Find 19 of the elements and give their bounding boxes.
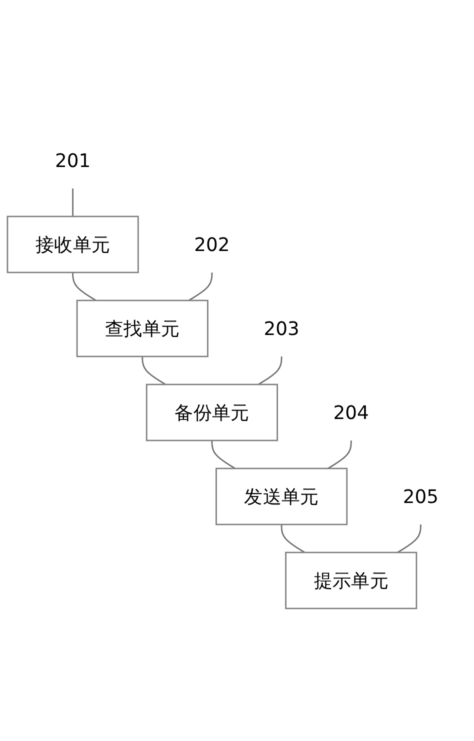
node-box: 接收单元 [6,216,139,274]
connector [188,272,213,302]
node-text: 201 [54,149,91,172]
connector [211,440,236,470]
node-box: 提示单元 [285,552,418,610]
connector [142,356,166,386]
node-box: 备份单元 [146,384,278,442]
connector [72,188,74,216]
connector [258,356,282,386]
node-text: 203 [264,317,300,340]
node-box: 发送单元 [216,468,348,526]
node-text: 204 [333,401,369,424]
node-box: 查找单元 [76,300,208,358]
node-text: 202 [194,233,230,256]
connector [397,524,422,554]
node-text: 205 [402,485,439,508]
connector [328,440,352,470]
connector [72,272,96,302]
connector [280,524,306,554]
